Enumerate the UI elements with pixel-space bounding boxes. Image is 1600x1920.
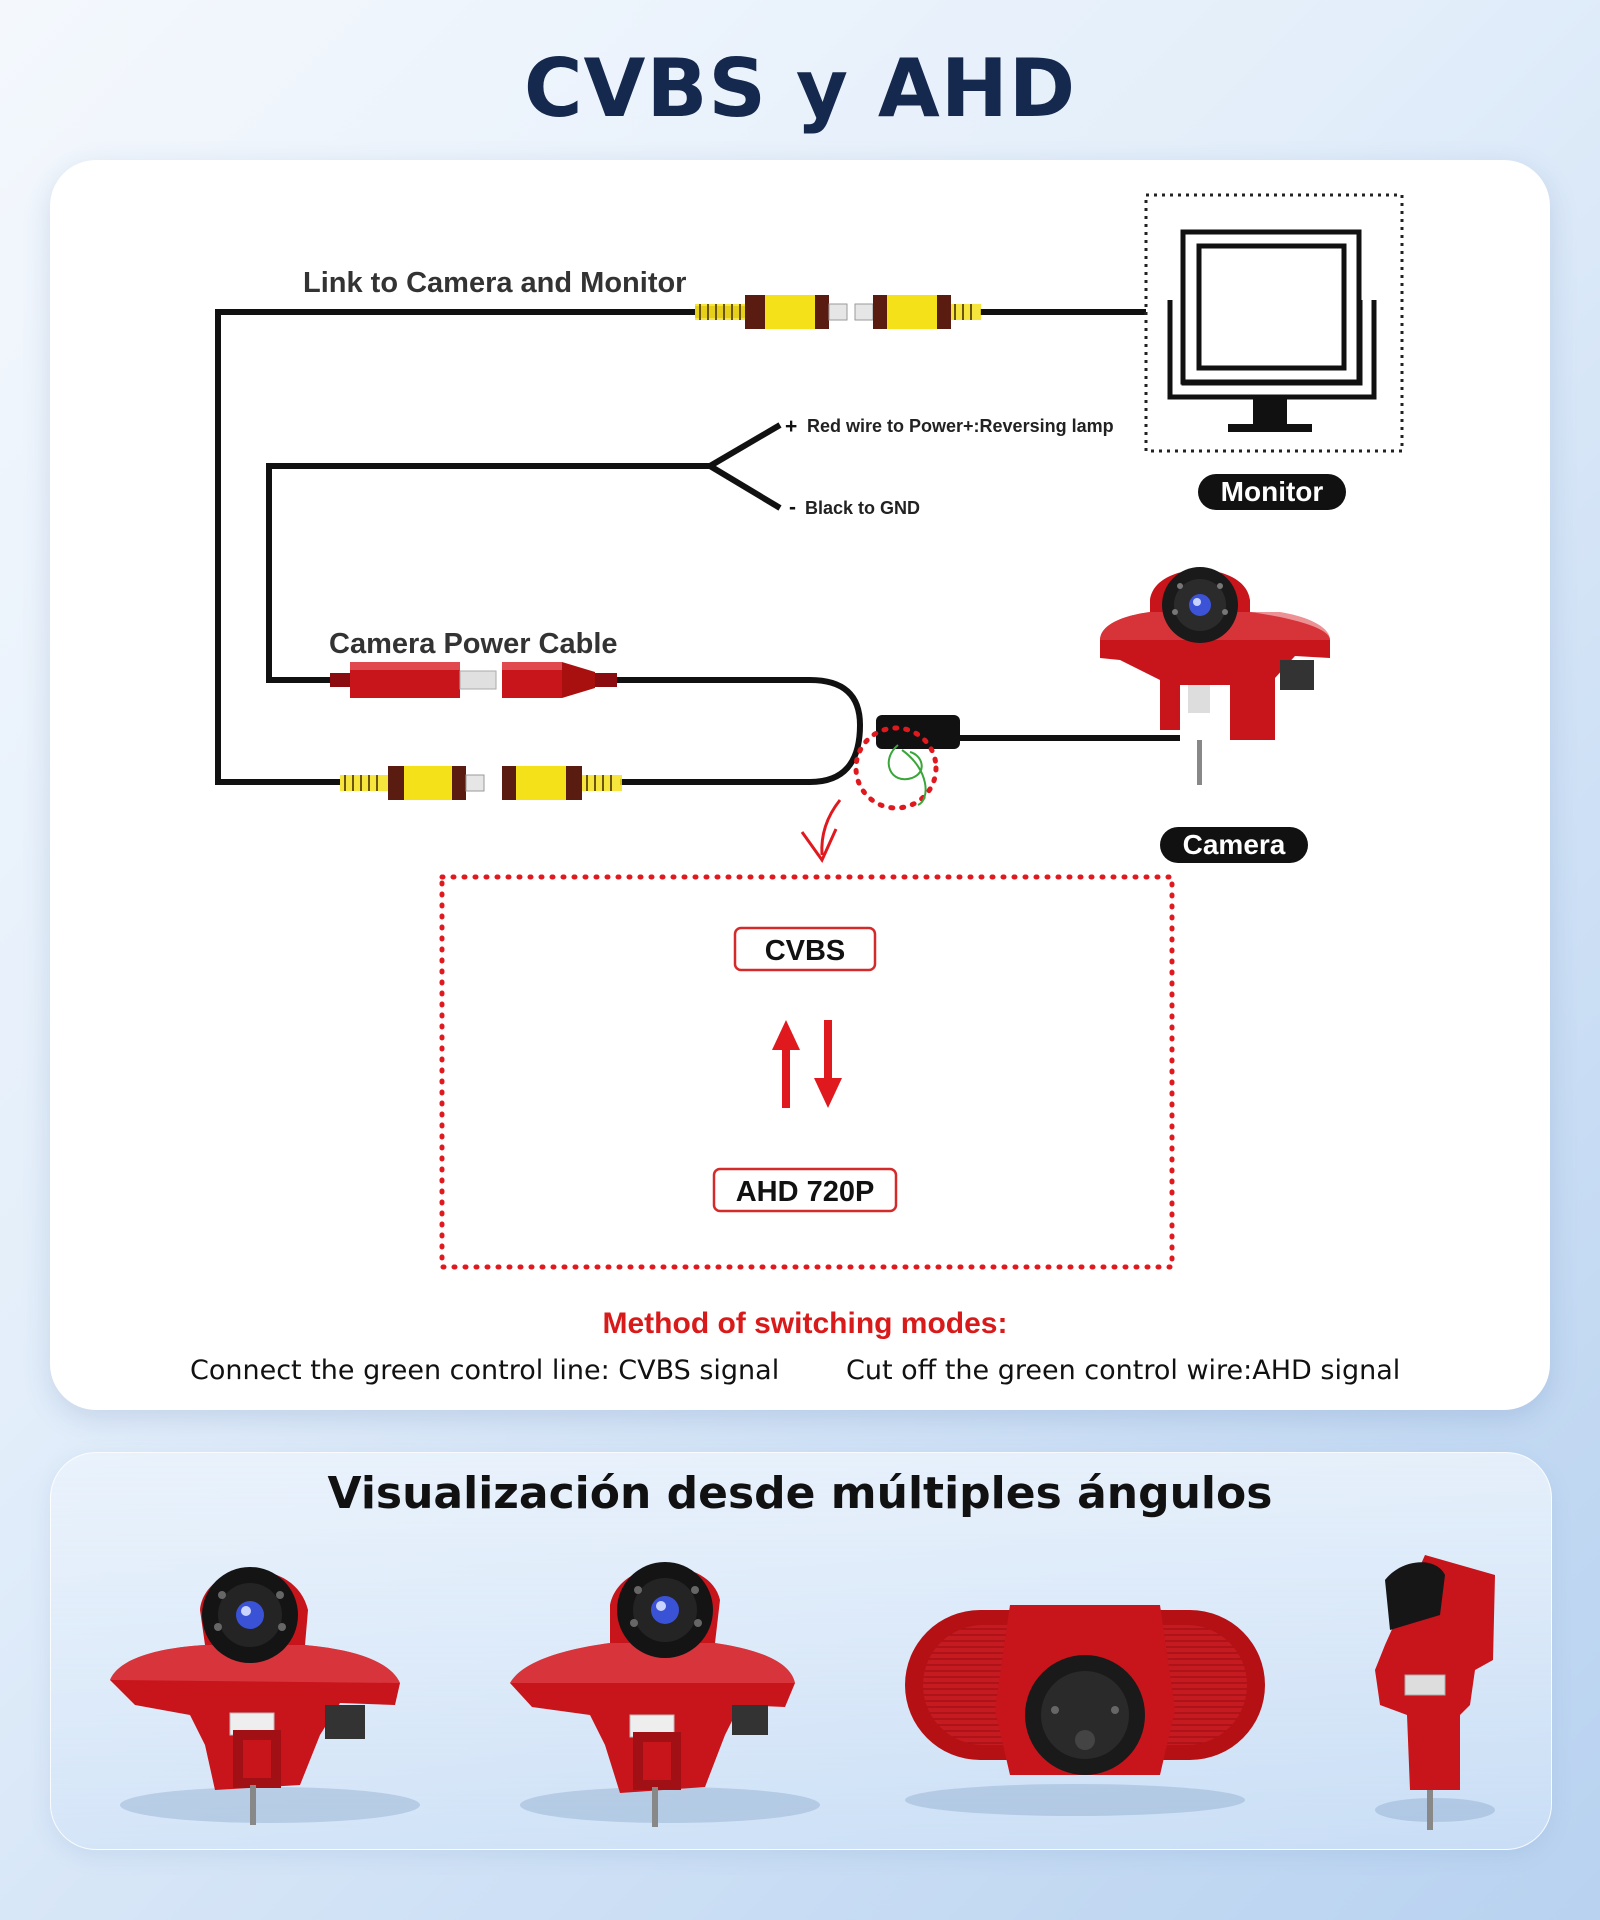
power-plus-label: Red wire to Power+:Reversing lamp	[807, 416, 1114, 436]
monitor-icon	[1144, 193, 1404, 453]
wiring-diagram: Monitor Camera Link to Camera and Monito…	[190, 193, 1404, 1386]
ahd-mode-text: AHD 720P	[736, 1176, 875, 1208]
cvbs-mode-tag: CVBS	[733, 926, 877, 972]
camera-badge: Camera	[1160, 827, 1308, 863]
pointer-arrow	[820, 799, 842, 856]
method-cut-text: Cut off the green control wire:AHD signa…	[846, 1355, 1400, 1386]
camera-icon	[1100, 567, 1330, 785]
angles-gallery	[110, 1555, 1495, 1830]
monitor-badge-text: Monitor	[1221, 476, 1324, 507]
power-plug-male	[330, 662, 497, 698]
camera-view-front-left	[110, 1567, 420, 1825]
cvbs-mode-text: CVBS	[765, 935, 846, 967]
mode-switch-box	[439, 874, 1175, 1270]
wiring-diagram-card: Monitor Camera Link to Camera and Monito…	[50, 160, 1550, 1410]
minus-sign: -	[789, 496, 796, 519]
camera-power-label: Camera Power Cable	[329, 628, 618, 660]
camera-view-front-right	[510, 1562, 820, 1827]
gnd-label: Black to GND	[805, 498, 920, 518]
wiring-lines	[215, 309, 1180, 785]
camera-view-side	[1375, 1555, 1495, 1830]
power-plug-female	[502, 662, 617, 698]
plus-sign: +	[785, 415, 797, 438]
method-connect-text: Connect the green control line: CVBS sig…	[190, 1355, 779, 1386]
method-title: Method of switching modes:	[603, 1307, 1008, 1340]
rca-connector-male-top	[695, 295, 848, 329]
rca-connector-female-bottom	[502, 766, 622, 800]
monitor-badge: Monitor	[1198, 474, 1346, 510]
control-junction-box	[853, 715, 960, 811]
pointer-arrow-head	[800, 828, 838, 863]
rca-connector-male-bottom	[340, 766, 485, 800]
camera-view-rear-lamp	[905, 1605, 1265, 1816]
rca-connector-female-top	[854, 295, 981, 329]
ahd-mode-tag: AHD 720P	[712, 1167, 898, 1213]
page-title: CVBS y AHD	[523, 42, 1077, 135]
link-label: Link to Camera and Monitor	[303, 267, 686, 299]
angles-title: Visualización desde múltiples ángulos	[327, 1468, 1273, 1519]
switch-arrows	[772, 1020, 842, 1108]
camera-badge-text: Camera	[1183, 829, 1286, 860]
